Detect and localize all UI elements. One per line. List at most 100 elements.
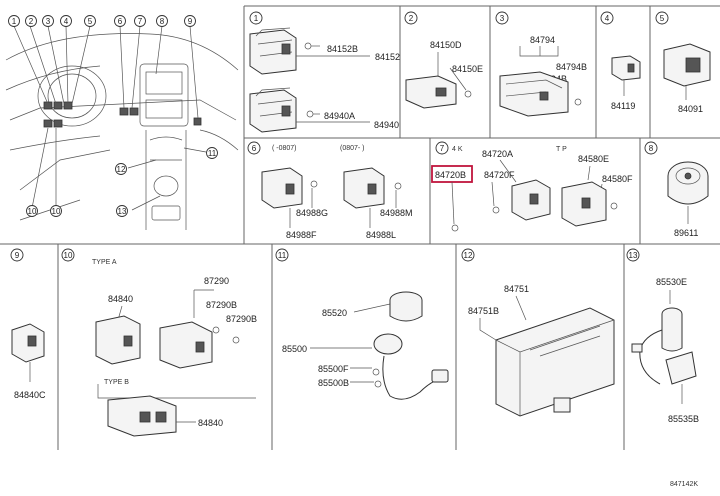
part-label-85500f: 85500F (318, 364, 349, 374)
tag-left: 4 K (452, 146, 463, 153)
part-label-84840-type-a: 84840 (108, 294, 133, 304)
overview-callout (114, 15, 126, 27)
overview-callout (8, 15, 20, 27)
part-label-87290: 87290 (204, 276, 229, 286)
overview-callout (26, 205, 38, 217)
part-label-84119: 84119 (611, 101, 635, 111)
bracket-85535b (665, 351, 697, 385)
panel-6: 6 ( -0807) (0807- ) 84988G 84988F 84988M… (247, 141, 413, 240)
switch-84119 (611, 55, 641, 81)
overview-callout (206, 147, 218, 159)
part-label-85535b: 85535B (668, 414, 699, 424)
panel-8: 8 89611 (644, 141, 709, 238)
part-label-84580f: 84580F (602, 174, 633, 184)
panel-number: 5 (660, 14, 665, 23)
overview-callout (60, 15, 72, 27)
panel-number: 7 (440, 144, 445, 153)
overview-callout (116, 205, 128, 217)
module-connector (553, 397, 571, 413)
part-label-84794b-1: 84794B (556, 62, 587, 72)
date-range-right: (0807- ) (340, 145, 365, 152)
switch-84988l (343, 167, 385, 209)
connector-85500 (431, 369, 449, 383)
overview-callout-label: 11 (208, 149, 217, 158)
overview-callout-label: 4 (64, 17, 69, 26)
panel-number: 9 (15, 251, 20, 260)
overview-callout (25, 15, 37, 27)
part-label-84720a: 84720A (482, 149, 513, 159)
panel-12: 12 84751 84751B (461, 248, 615, 417)
panel-number: 12 (464, 251, 473, 260)
panel-number-badge (495, 11, 509, 25)
panel-frames (0, 5, 720, 450)
panel-number: 8 (649, 144, 654, 153)
tag-right: T P (556, 146, 567, 153)
overview-callout (42, 15, 54, 27)
switch-84940 (249, 89, 297, 133)
panel-2: 2 84150D 84150E (404, 11, 483, 109)
part-label-84580e: 84580E (578, 154, 609, 164)
overview-callout (115, 163, 127, 175)
panel-number-badge (404, 11, 418, 25)
date-range-left: ( -0807) (272, 145, 297, 152)
type-b-label: TYPE B (104, 379, 129, 386)
type-a-label: TYPE A (92, 259, 117, 266)
panel-11: 11 85520 85500 85500F 85500B (275, 248, 449, 400)
figure-code: 847142K (670, 481, 698, 488)
overview-callout-label: 7 (138, 17, 143, 26)
panel-number-badge (247, 141, 261, 155)
overview-callout-label: 8 (160, 17, 165, 26)
panel-3: 3 84794 84794B 84794B (495, 11, 587, 117)
overview-callout-label: 13 (118, 207, 127, 216)
overview-callout-label: 2 (29, 17, 34, 26)
part-label-84720f: 84720F (484, 170, 515, 180)
part-label-85500b: 85500B (318, 378, 349, 388)
panel-number: 3 (500, 14, 505, 23)
overview-callout-label: 1 (12, 17, 17, 26)
part-label-87290b-1: 87290B (206, 300, 237, 310)
overview-callout-label: 10 (28, 207, 37, 216)
overview-callout-label: 5 (88, 17, 93, 26)
switch-87290 (159, 321, 213, 369)
panel-number-badge (600, 11, 614, 25)
overview-callout-label: 6 (118, 17, 123, 26)
switch-84840-type-a (95, 315, 141, 365)
part-label-84150d: 84150D (430, 40, 462, 50)
switch-84794 (499, 71, 569, 117)
overview-callout-label: 3 (46, 17, 51, 26)
panel-number: 2 (409, 14, 414, 23)
overview-callout (184, 15, 196, 27)
part-label-84091: 84091 (678, 104, 703, 114)
panel-9: 9 84840C (10, 248, 46, 400)
panel-number-badge (249, 11, 263, 25)
overview-callout-label: 12 (117, 165, 126, 174)
part-label-84988l: 84988L (366, 230, 396, 240)
panel-number: 10 (64, 251, 73, 260)
overview-callout (156, 15, 168, 27)
panel-number: 1 (254, 14, 259, 23)
panel-number-badge (435, 141, 449, 155)
module-84751 (495, 307, 615, 417)
part-label-84988m: 84988M (380, 208, 413, 218)
overview-callout-label: 10 (52, 207, 61, 216)
part-label-84751b: 84751B (468, 306, 499, 316)
part-label-89611: 89611 (674, 228, 698, 238)
part-label-84988f: 84988F (286, 230, 317, 240)
overview-callout (134, 15, 146, 27)
panel-4: 4 84119 (600, 11, 641, 111)
part-label-85500: 85500 (282, 344, 307, 354)
part-label-84720b: 84720B (435, 170, 466, 180)
panel-number: 13 (629, 251, 638, 260)
panel-13: 13 85530E 85535B (626, 248, 699, 424)
panel-10: 10 TYPE A 84840 87290 87290B 87290B TYPE… (61, 248, 257, 437)
part-label-84840c: 84840C (14, 390, 46, 400)
overview-callout (50, 205, 62, 217)
part-label-87290b-2: 87290B (226, 314, 257, 324)
panel-number-badge (655, 11, 669, 25)
part-label-84940: 84940 (374, 120, 399, 130)
part-label-84751: 84751 (504, 284, 529, 294)
part-label-84988g: 84988G (296, 208, 328, 218)
part-label-84152b: 84152B (327, 44, 358, 54)
panel-number: 4 (605, 14, 610, 23)
